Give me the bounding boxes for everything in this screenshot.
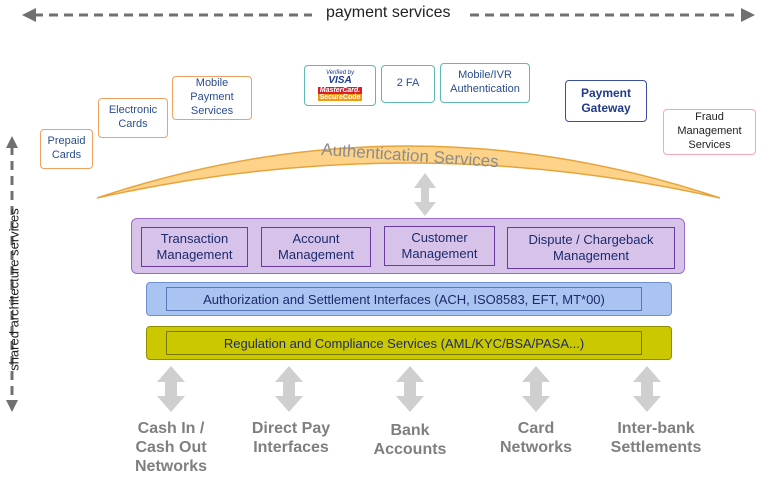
mobile-payment-services-box: Mobile Payment Services	[172, 76, 252, 120]
verified-by-visa-logo: Verified by VISA MasterCard. SecureCode	[304, 65, 376, 106]
inter-bank-settlements-label: Inter-bank Settlements	[610, 420, 702, 457]
card-networks-label: Card Networks	[499, 420, 573, 457]
visa-text: VISA	[328, 75, 352, 86]
electronic-cards-box: Electronic Cards	[98, 98, 168, 138]
account-management-box: Account Management	[261, 227, 371, 267]
interbank-arrow	[633, 366, 661, 412]
payment-gateway-box: Payment Gateway	[565, 80, 647, 122]
cash-network-arrow	[157, 366, 185, 412]
bank-accounts-label: Bank Accounts	[373, 422, 447, 459]
payment-services-arrow	[22, 8, 755, 22]
fraud-management-services-box: Fraud Management Services	[663, 109, 756, 155]
transaction-management-box: Transaction Management	[141, 227, 248, 267]
direct-pay-interfaces-label: Direct Pay Interfaces	[251, 420, 331, 457]
bank-accounts-arrow	[396, 366, 424, 412]
verified-by-text: Verified by	[325, 70, 355, 76]
cash-in-out-networks-label: Cash In / Cash Out Networks	[134, 420, 208, 476]
regulation-inner-box	[166, 331, 642, 355]
dispute-chargeback-management-box: Dispute / Chargeback Management	[507, 227, 675, 269]
mobile-ivr-authentication-box: Mobile/IVR Authentication	[440, 63, 530, 103]
mastercard-text: MasterCard.	[317, 87, 363, 94]
authorization-inner-box	[166, 287, 642, 311]
authorization-settlement-label: Authorization and Settlement Interfaces …	[203, 291, 605, 307]
securecode-text: SecureCode	[317, 94, 363, 101]
two-fa-box: 2 FA	[381, 65, 435, 103]
payment-services-label: payment services	[326, 4, 451, 21]
card-networks-arrow	[522, 366, 550, 412]
shared-architecture-arrow	[6, 136, 18, 412]
direct-pay-arrow	[275, 366, 303, 412]
regulation-compliance-label: Regulation and Compliance Services (AML/…	[223, 335, 585, 351]
prepaid-cards-box: Prepaid Cards	[40, 129, 93, 169]
customer-management-box: Customer Management	[384, 226, 495, 266]
